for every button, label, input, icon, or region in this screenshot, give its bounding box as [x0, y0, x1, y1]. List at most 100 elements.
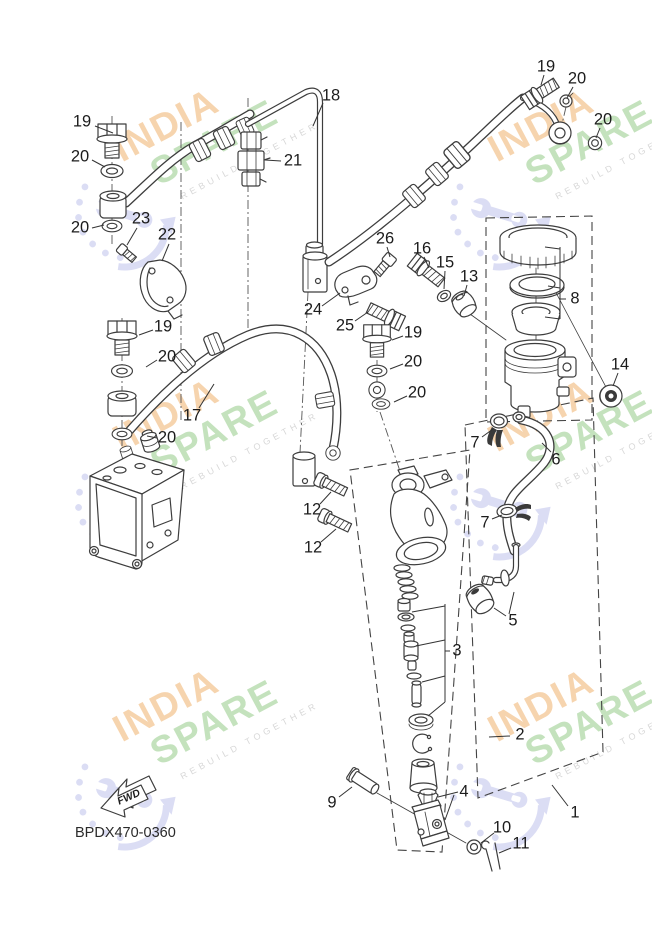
part-hose-6	[502, 415, 555, 556]
part-callout-2-32: 2	[515, 725, 524, 743]
part-master-cylinder	[312, 465, 453, 566]
part-callout-20-19: 20	[404, 352, 422, 370]
part-callout-7-27: 7	[470, 433, 479, 451]
part-callout-26-10: 26	[376, 229, 394, 247]
part-callout-23-3: 23	[132, 209, 150, 227]
callout-leader-7-29	[491, 514, 503, 520]
banjo-stack-mid	[362, 324, 392, 410]
part-callout-7-29: 7	[480, 513, 489, 531]
banjo-bolt-19-left	[106, 320, 138, 356]
part-callout-19-7: 19	[537, 57, 555, 75]
part-callout-20-1: 20	[71, 147, 89, 165]
callout-leader-15-12	[443, 270, 446, 290]
fwd-arrow: FWD	[100, 775, 157, 818]
label-bracket-8	[544, 246, 566, 320]
callout-leader-24-16	[321, 292, 341, 307]
part-washer-10	[466, 839, 482, 855]
callout-leader-10-36	[480, 832, 495, 844]
part-callout-11-37: 11	[512, 834, 529, 852]
part-callout-19-21: 19	[154, 317, 172, 335]
part-callout-15-12: 15	[436, 253, 454, 271]
part-screw-23	[115, 243, 138, 263]
part-bolt-26	[373, 251, 397, 278]
part-callout-5-30: 5	[508, 611, 517, 629]
callout-leader-12-26	[320, 528, 337, 543]
callout-leader-14-15	[612, 372, 619, 387]
callout-leader-20-24	[146, 435, 158, 439]
part-callout-17-23: 17	[183, 406, 201, 424]
part-clamp-7b	[496, 503, 531, 521]
part-reservoir-body	[504, 339, 577, 423]
part-callout-20-9: 20	[594, 110, 612, 128]
part-callout-4-34: 4	[459, 782, 468, 800]
label-bracket-4	[437, 791, 459, 821]
callout-leader-13-13	[463, 284, 468, 297]
part-callout-6-28: 6	[551, 450, 560, 468]
spring-washer-20	[559, 92, 574, 108]
part-screw-14	[599, 384, 623, 408]
part-pin-9	[346, 767, 380, 795]
callout-leader-1-35	[551, 784, 569, 807]
part-cotter-pin-11	[480, 840, 501, 872]
callout-leader-20-2	[91, 224, 105, 229]
callout-leader-9-33	[338, 786, 353, 798]
callout-leader-16-11	[423, 256, 430, 269]
pipe-joint-block	[292, 451, 316, 487]
part-callout-9-33: 9	[327, 793, 336, 811]
part-callout-20-22: 20	[158, 347, 176, 365]
part-callout-19-0: 19	[73, 112, 91, 130]
part-callout-25-17: 25	[336, 316, 354, 334]
callout-leader-11-37	[498, 847, 512, 854]
part-clamp-21	[237, 131, 271, 187]
kit-box-2	[349, 449, 471, 853]
part-callout-20-24: 20	[158, 428, 176, 446]
watermark-tile-5: INDIA SPARE REBUILD TOGETHER	[450, 660, 652, 851]
line-art: FWD BPDX470-0360	[75, 74, 623, 872]
part-reservoir-plate	[509, 273, 565, 299]
part-hose-top-left	[96, 109, 256, 233]
part-callout-8-14: 8	[570, 289, 579, 307]
part-callout-14-15: 14	[611, 355, 629, 373]
hose-eye-fitting	[548, 121, 572, 145]
part-callout-21-5: 21	[284, 151, 302, 169]
mount-bolt-12a	[312, 471, 350, 499]
part-reservoir-cap	[499, 224, 577, 270]
part-bracket-22	[139, 259, 187, 320]
part-callout-24-16: 24	[304, 300, 322, 318]
part-callout-1-35: 1	[570, 803, 579, 821]
callout-leader-19-18	[391, 335, 404, 341]
part-grommet-13	[451, 290, 477, 318]
part-callout-16-11: 16	[413, 239, 431, 257]
part-bracket-24	[334, 265, 378, 306]
union-joint-block	[302, 255, 328, 293]
reservoir-kit-box	[485, 215, 593, 423]
part-hose-17	[125, 324, 342, 461]
callout-leader-26-10	[386, 246, 391, 258]
part-reservoir-diaphragm	[511, 302, 561, 336]
callout-leader-22-4	[161, 243, 170, 262]
callout-leader-23-3	[126, 227, 138, 246]
part-elbow-5	[465, 542, 521, 617]
washer-20	[101, 219, 123, 233]
part-clamp-7a	[487, 411, 526, 447]
part-callout-13-13: 13	[460, 267, 478, 285]
callout-leader-19-7	[540, 74, 545, 86]
part-abs-unit	[88, 429, 185, 570]
part-callout-18-6: 18	[322, 86, 340, 104]
part-callout-12-26: 12	[304, 538, 322, 556]
part-callout-22-4: 22	[158, 225, 176, 243]
callout-leader-12-25	[319, 491, 332, 505]
callout-leader-7-27	[481, 428, 494, 438]
callout-leader-20-22	[145, 359, 158, 368]
callout-leader-20-19	[389, 363, 404, 370]
part-piston-kit	[393, 564, 450, 794]
callout-leader-2-32	[488, 735, 511, 738]
washer-20	[587, 135, 603, 151]
callout-leader-19-21	[138, 329, 154, 336]
part-pipe-18	[244, 87, 328, 293]
callout-leader-17-23	[198, 383, 215, 409]
label-bracket-3	[411, 604, 450, 717]
part-callout-19-18: 19	[404, 323, 422, 341]
banjo-stack-left	[106, 320, 138, 441]
